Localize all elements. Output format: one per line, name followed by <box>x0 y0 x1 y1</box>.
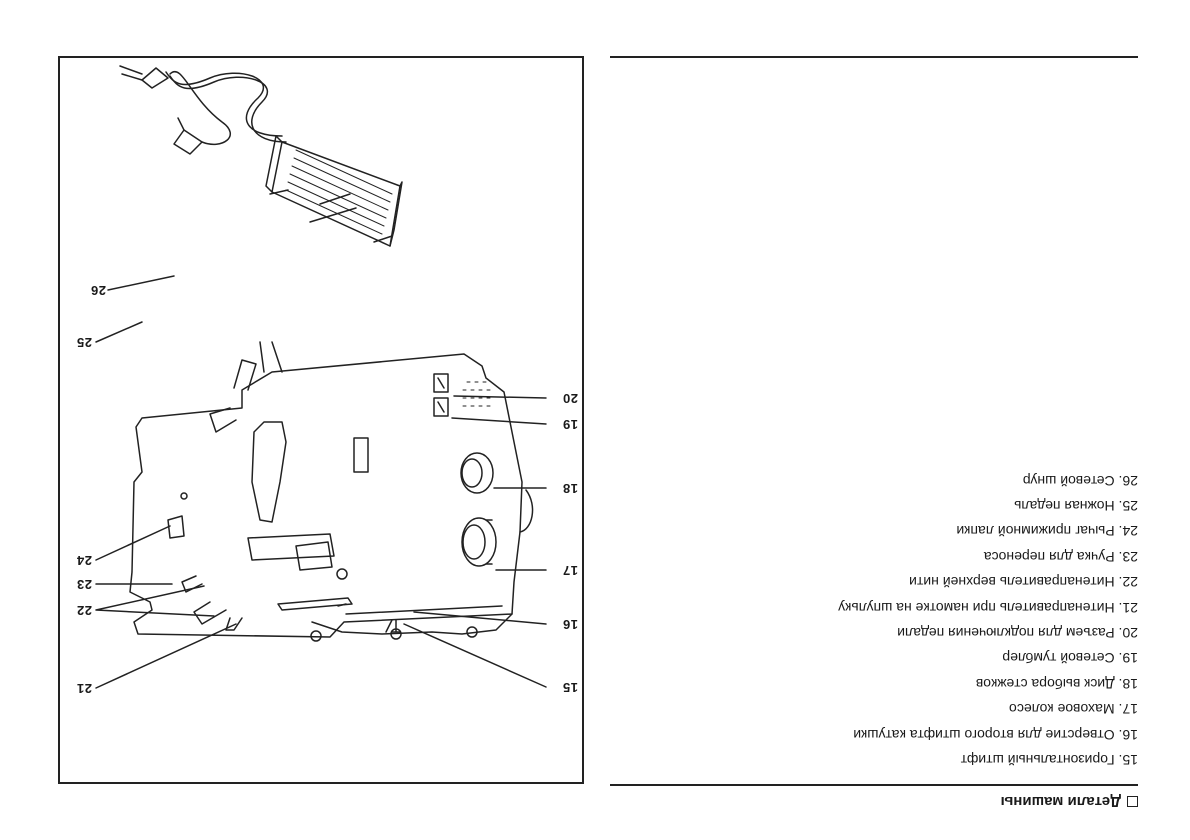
top-rule <box>610 784 1138 786</box>
section-heading: Детали машины <box>1001 793 1138 810</box>
parts-list-item: 20. Разъем для подключения педали <box>897 625 1138 642</box>
callout-22: 22 <box>76 603 92 618</box>
callout-24: 24 <box>76 553 92 568</box>
parts-list-item: 19. Сетевой тумблер <box>1002 650 1138 667</box>
callout-15: 15 <box>562 680 578 695</box>
callout-20: 20 <box>562 391 578 406</box>
callout-21: 21 <box>76 681 92 696</box>
callout-19: 19 <box>562 417 578 432</box>
checkbox-square-icon <box>1127 796 1138 807</box>
sewing-machine-drawing <box>95 65 547 689</box>
parts-list-item: 21. Нитенаправитель при намотке на шпуль… <box>838 599 1138 616</box>
callout-25: 25 <box>76 335 92 350</box>
parts-list-item: 26. Сетевой шнур <box>1022 472 1138 489</box>
parts-list: 15. Горизонтальный штифт 16. Отверстие д… <box>838 467 1138 772</box>
parts-list-item: 22. Нитенаправитель верхней нити <box>909 574 1138 591</box>
callout-16: 16 <box>562 617 578 632</box>
parts-list-item: 23. Ручка для переноса <box>983 548 1138 565</box>
callout-26: 26 <box>90 283 106 298</box>
parts-list-item: 18. Диск выбора стежков <box>975 675 1138 692</box>
callout-18: 18 <box>562 481 578 496</box>
bottom-rule <box>610 56 1138 58</box>
parts-list-item: 25. Ножная педаль <box>1014 498 1138 515</box>
section-title: Детали машины <box>1000 793 1121 810</box>
parts-list-item: 15. Горизонтальный штифт <box>960 752 1138 768</box>
machine-illustration: 15 16 17 18 19 20 21 22 23 24 25 26 <box>58 56 584 784</box>
callout-23: 23 <box>76 577 92 592</box>
parts-list-item: 16. Отверстие для второго штифта катушки <box>853 726 1138 743</box>
parts-list-item: 17. Маховое колесо <box>1009 701 1138 718</box>
parts-list-item: 24. Рычаг прижимной лапки <box>956 523 1138 540</box>
callout-17: 17 <box>562 563 578 578</box>
